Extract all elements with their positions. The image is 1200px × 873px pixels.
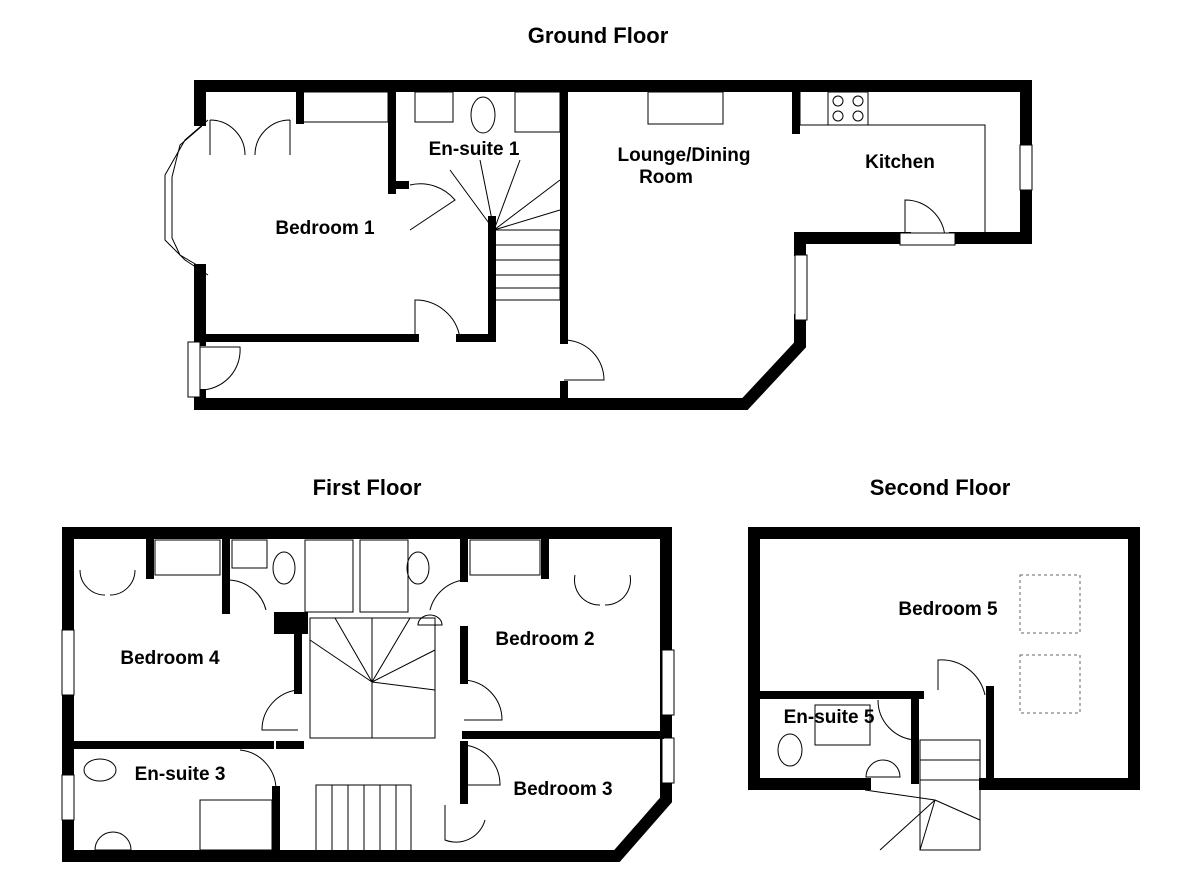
- skylight: [1019, 574, 1081, 634]
- ensuite3-door: [239, 749, 277, 791]
- ensuite5-door: [877, 699, 916, 741]
- ground-outer-wall-bottom: [194, 314, 806, 410]
- fireplace: [647, 91, 724, 125]
- bedroom2-door: [463, 679, 503, 721]
- sink: [94, 831, 132, 851]
- wardrobe: [154, 539, 221, 576]
- first-floor-plan: First Floor: [61, 475, 675, 862]
- sink: [414, 91, 454, 123]
- wardrobe-doors: [209, 119, 291, 156]
- shower: [304, 539, 354, 613]
- hob: [827, 91, 869, 126]
- second-outer-wall: [748, 527, 1140, 790]
- room-label-lounge-line1: Lounge/Dining: [618, 145, 751, 166]
- kitchen-window: [1019, 144, 1033, 191]
- room-label-ensuite5: En-suite 5: [784, 707, 875, 728]
- shower: [359, 539, 409, 613]
- toilet: [83, 758, 117, 782]
- kitchen-door-frame: [899, 232, 956, 246]
- shower: [514, 91, 561, 133]
- second-floor-plan: Second Floor Bedroom 5 En-suite 5: [748, 475, 1140, 851]
- toilet: [777, 733, 803, 767]
- bay-window: [164, 119, 209, 276]
- ensuite-door: [225, 579, 267, 611]
- room-label-bedroom5: Bedroom 5: [898, 599, 998, 620]
- ground-outer-wall-lower: [794, 232, 911, 256]
- ground-floor-plan: Ground Floor: [164, 23, 1033, 410]
- bedroom5-door: [937, 659, 986, 696]
- bedroom1-door: [414, 299, 461, 339]
- first-floor-title: First Floor: [313, 475, 422, 500]
- shower: [814, 704, 871, 746]
- bedroom4-door: [261, 689, 299, 731]
- room-label-ensuite1: En-suite 1: [429, 139, 520, 160]
- toilet: [470, 96, 496, 134]
- chimney: [274, 612, 308, 634]
- sink: [865, 759, 901, 778]
- bedroom3-door: [463, 744, 501, 786]
- lounge-door: [563, 339, 605, 381]
- room-label-bedroom4: Bedroom 4: [120, 648, 220, 669]
- wardrobe-doors: [79, 569, 136, 596]
- room-label-ensuite3: En-suite 3: [135, 764, 226, 785]
- room-label-lounge-line2: Room: [639, 167, 693, 188]
- sink: [417, 614, 443, 626]
- ground-outer-wall: [194, 80, 1032, 244]
- second-stairs: [864, 739, 981, 851]
- ground-floor-title: Ground Floor: [528, 23, 669, 48]
- front-door: [199, 346, 241, 391]
- kitchen-door: [904, 199, 946, 239]
- ensuite2-door: [429, 579, 465, 611]
- bay-window-inner: [171, 125, 203, 269]
- kitchen-counter: [799, 92, 986, 232]
- wardrobe: [299, 91, 389, 123]
- skylight: [1019, 654, 1081, 714]
- room-label-bedroom2: Bedroom 2: [495, 629, 594, 650]
- second-floor-title: Second Floor: [870, 475, 1011, 500]
- room-label-bedroom1: Bedroom 1: [275, 218, 375, 239]
- window: [661, 649, 675, 716]
- first-outer-wall: [62, 527, 672, 862]
- ensuite1-door: [409, 183, 456, 231]
- toilet: [272, 551, 296, 585]
- cupboard-door: [444, 805, 486, 843]
- front-door-frame: [187, 341, 201, 398]
- first-stairs: [309, 617, 436, 854]
- window: [61, 629, 75, 696]
- lounge-window: [794, 254, 808, 321]
- ground-stairs: [449, 159, 561, 301]
- shower: [199, 799, 273, 851]
- window: [61, 774, 75, 821]
- wardrobe-doors: [574, 574, 631, 606]
- toilet: [406, 551, 430, 585]
- sink: [231, 539, 268, 569]
- window: [661, 737, 675, 784]
- room-label-kitchen: Kitchen: [865, 152, 935, 173]
- wardrobe: [469, 539, 541, 576]
- room-label-bedroom3: Bedroom 3: [513, 779, 612, 800]
